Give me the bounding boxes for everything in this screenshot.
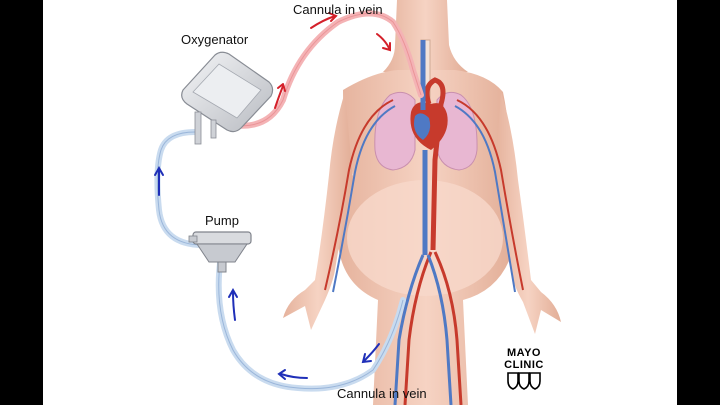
heart-vein-part	[414, 113, 431, 140]
label-cannula-in-vein-top: Cannula in vein	[293, 2, 383, 17]
right-arm	[495, 92, 561, 334]
label-pump: Pump	[205, 213, 239, 228]
right-leg-artery	[433, 251, 463, 405]
mayo-shields-icon	[507, 372, 541, 390]
left-arm-vein	[332, 105, 396, 293]
oxygenated-flow-arrows	[274, 12, 391, 109]
patient-body	[283, 0, 561, 405]
mayo-clinic-logo: MAYO CLINIC	[498, 347, 550, 397]
right-arm-vein	[454, 105, 516, 293]
left-arm	[283, 92, 353, 330]
right-arm-artery	[456, 99, 524, 291]
oxygenator-device	[181, 51, 274, 145]
pump-device	[188, 231, 252, 273]
diagram-canvas: Cannula in vein Oxygenator Pump Cannula …	[43, 0, 677, 405]
aorta	[424, 77, 446, 251]
right-leg-vein	[426, 254, 453, 405]
logo-line-1: MAYO	[507, 347, 541, 359]
blue-arrow-2	[232, 291, 236, 321]
deoxygenated-flow-arrows	[154, 165, 380, 380]
blue-arrow-3	[280, 373, 308, 379]
logo-line-2: CLINIC	[504, 359, 544, 371]
blue-arrow-4	[364, 343, 380, 361]
neck	[383, 0, 468, 72]
vena-cava	[420, 40, 428, 255]
label-cannula-in-vein-bottom: Cannula in vein	[337, 386, 427, 401]
label-oxygenator: Oxygenator	[181, 32, 249, 47]
red-arrow-1	[274, 85, 284, 109]
left-leg-artery	[403, 251, 433, 405]
red-arrow-2	[310, 15, 336, 29]
red-arrow-3	[376, 33, 390, 49]
left-arm-artery	[324, 99, 394, 291]
ecmo-diagram	[154, 0, 561, 405]
left-leg-vein	[393, 254, 425, 405]
